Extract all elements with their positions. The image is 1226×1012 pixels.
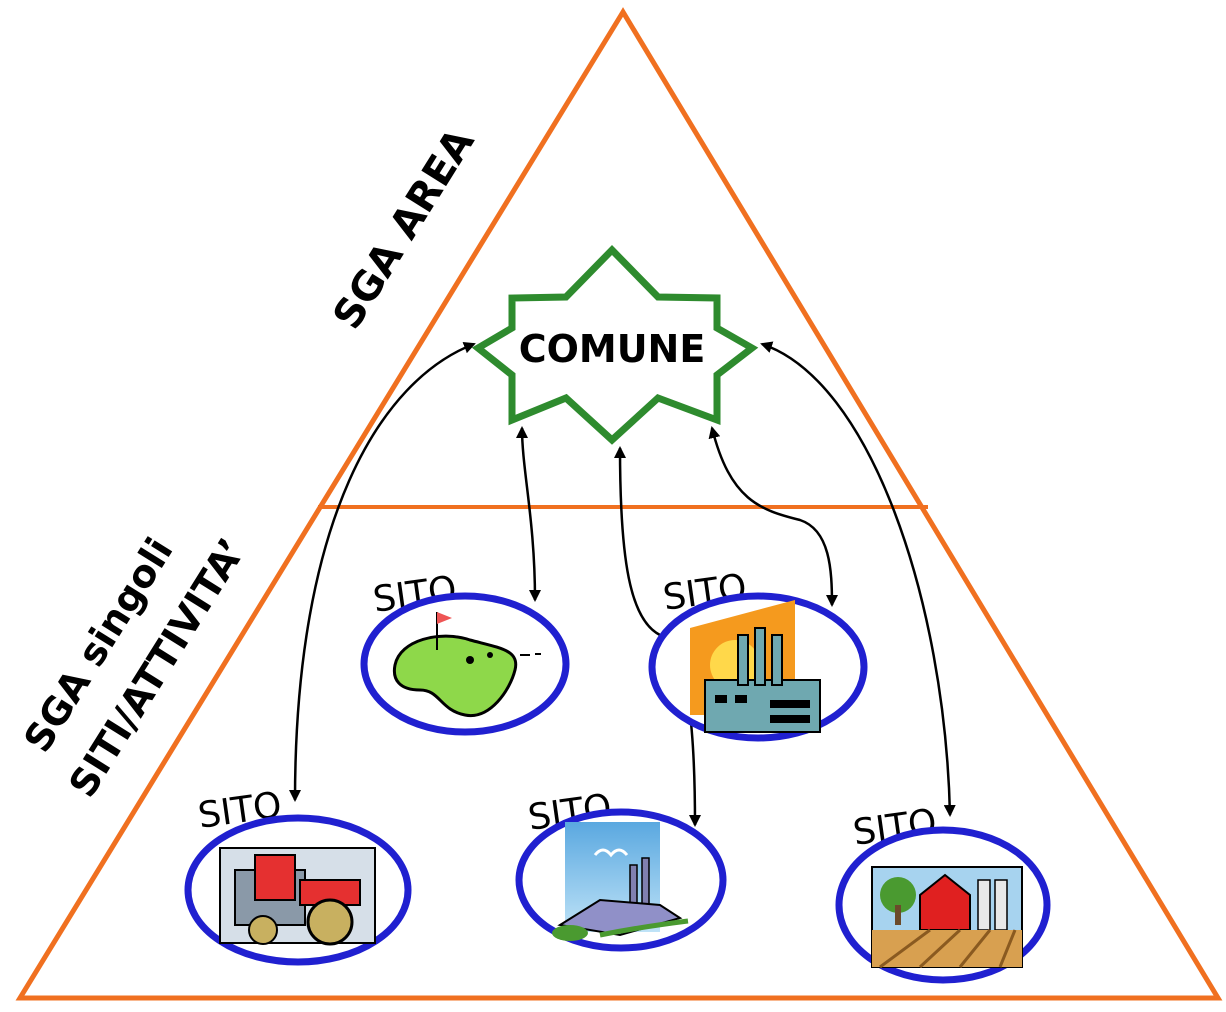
golf-course-icon [392, 612, 541, 717]
factory-icon [690, 600, 821, 733]
arrow-comune-tractor [289, 341, 476, 802]
site-factory: SITO [648, 567, 868, 742]
farm-barn-icon [871, 866, 1023, 969]
comune-node: COMUNE [471, 244, 759, 445]
tractor-icon [219, 847, 376, 946]
comune-star [471, 244, 759, 445]
arrow-comune-farm [760, 341, 956, 817]
top-section-label: SGA AREA [324, 121, 483, 338]
site-tractor: SITO [184, 785, 412, 966]
site-plant: SITO [515, 787, 727, 952]
comune-label: COMUNE [519, 327, 706, 371]
site-golf: SITO [360, 569, 570, 736]
industrial-plant-icon [552, 822, 689, 941]
arrow-comune-golf [516, 426, 541, 602]
site-farm: SITO [835, 802, 1051, 984]
